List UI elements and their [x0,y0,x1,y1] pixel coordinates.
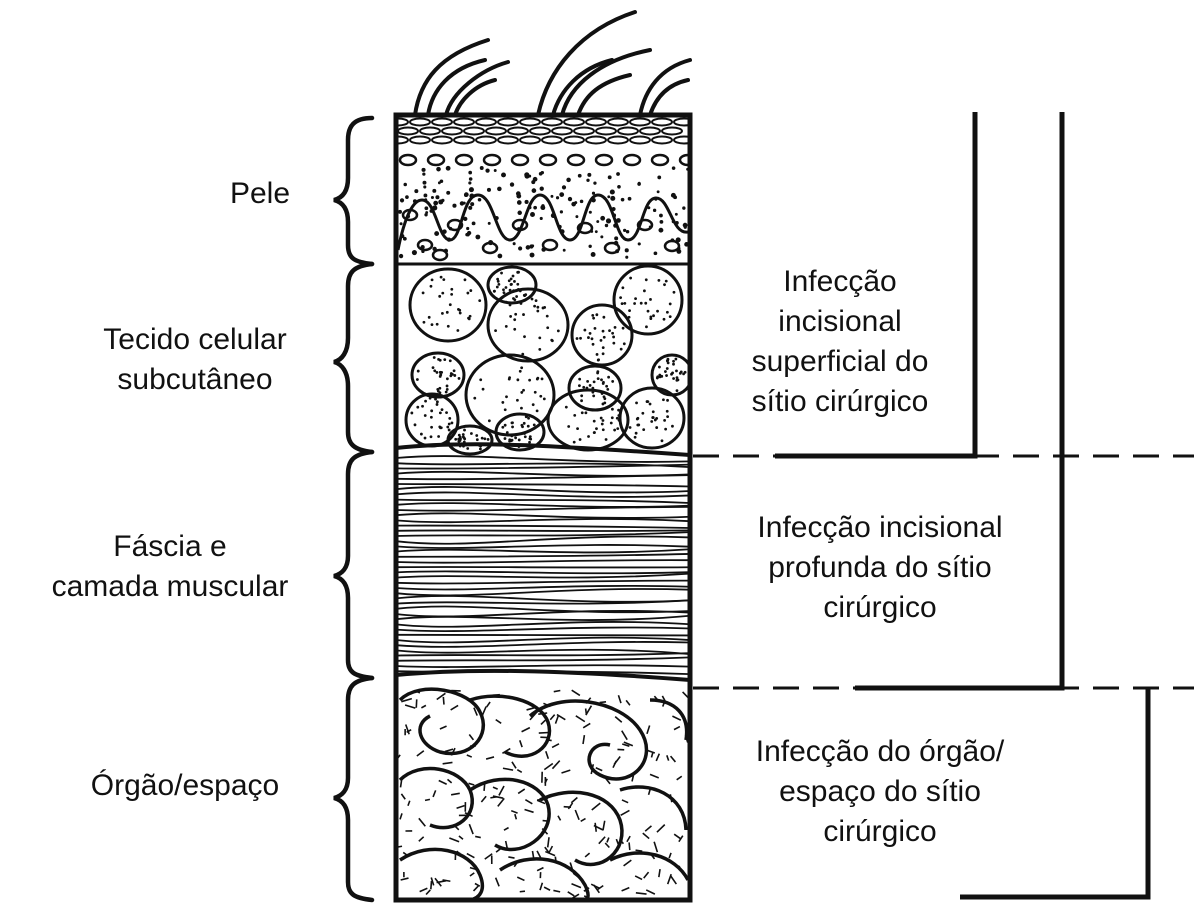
label-infeccao-profunda: Infecção incisional profunda do sítio ci… [700,508,1060,628]
organ-hatching [396,689,690,900]
skin-dot-texture [398,165,690,259]
profunda-line2: profunda do sítio [768,551,992,584]
hair-illustration [413,10,692,117]
brace-fascia [333,449,375,681]
orgao-line3: cirúrgico [823,815,937,848]
orgao-text: Órgão/espaço [90,769,280,802]
dashed-separators [693,454,1194,690]
fat-lobules-illustration [404,264,690,456]
orgao-line2: espaço do sítio [779,775,981,808]
label-subcutaneo: Tecido celular subcutâneo [60,320,330,400]
label-orgao: Órgão/espaço [55,766,315,806]
superficial-line4: sítio cirúrgico [751,385,929,418]
subcutaneo-line2: subcutâneo [117,363,273,396]
profunda-line3: cirúrgico [823,591,937,624]
pele-text: Pele [229,177,291,210]
layer-braces [333,115,375,903]
muscle-fibres-illustration [396,455,690,676]
superficial-line1: Infecção [783,265,897,298]
label-infeccao-orgao: Infecção do órgão/ espaço do sítio cirúr… [700,732,1060,852]
skin-epidermis-illustration [396,117,690,145]
fascia-line2: camada muscular [51,570,289,603]
skin-cell-texture [398,153,690,262]
brace-subcutaneo [333,261,375,455]
skin-dermis-illustration [396,193,689,251]
bracket-orgao [960,688,1151,900]
superficial-line3: superficial do [751,345,929,378]
profunda-line1: Infecção incisional [757,511,1003,544]
brace-orgao [333,675,375,903]
label-pele: Pele [215,174,305,214]
orgao-line1: Infecção do órgão/ [755,735,1005,768]
fat-dot-texture [410,270,687,451]
fascia-line1: Fáscia e [113,530,227,563]
label-fascia: Fáscia e camada muscular [15,527,325,607]
subcutaneo-line1: Tecido celular [103,323,287,356]
brace-pele [333,115,375,267]
label-infeccao-superficial: Infecção incisional superficial do sítio… [700,262,980,422]
superficial-line2: incisional [778,305,902,338]
tissue-column-outline [393,112,693,903]
